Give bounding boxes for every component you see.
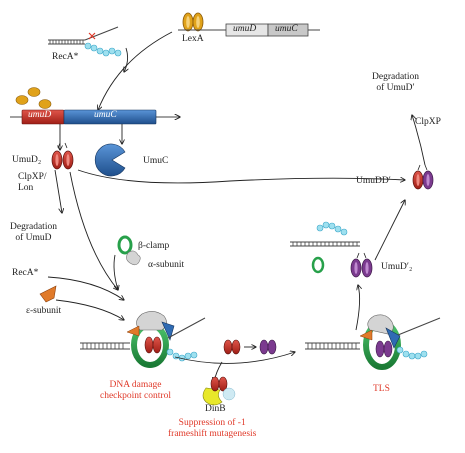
umud2-label: UmuD₂ bbox=[12, 155, 42, 165]
umuc-gene-top-label: umuC bbox=[275, 24, 298, 34]
umudd-prime-heterodimer bbox=[412, 164, 434, 190]
replication-complex-left bbox=[80, 311, 206, 368]
umud-gene-top-label: umuD bbox=[233, 24, 257, 34]
epsilon-subunit bbox=[39, 285, 57, 303]
reca-top-label: RecA* bbox=[52, 52, 79, 62]
umudc-operon-expressed bbox=[10, 109, 180, 125]
umud-prime2-label: UmuD′₂ bbox=[381, 262, 413, 272]
suppression-frameshift-label: Suppression of -1 frameshift mutagenesis bbox=[168, 418, 257, 439]
alpha-subunit-label: α-subunit bbox=[148, 260, 185, 270]
dinb-protein bbox=[202, 376, 236, 406]
umud-prime2-dimer bbox=[350, 252, 373, 278]
umuc-operon-label: umuC bbox=[94, 110, 117, 120]
lexa-monomers bbox=[15, 87, 52, 109]
umudc-operon-top bbox=[178, 23, 320, 37]
reca-ssdna-right bbox=[290, 221, 360, 274]
umud-operon-label: umuD bbox=[28, 110, 52, 120]
umud-dimer-mid bbox=[223, 339, 241, 355]
lexa-label: LexA bbox=[182, 34, 204, 44]
lexa-dimer-top bbox=[182, 12, 204, 32]
beta-clamp bbox=[117, 235, 133, 255]
umuc-protein bbox=[94, 143, 126, 177]
reca-mid-label: RecA* bbox=[12, 268, 39, 278]
replication-complex-right bbox=[305, 314, 441, 370]
tls-label: TLS bbox=[373, 384, 390, 394]
umudd-prime-label: UmuDD′ bbox=[356, 176, 391, 186]
umud-prime-dimer-mid bbox=[259, 339, 277, 355]
alpha-subunit bbox=[126, 250, 141, 266]
clpxp-right-label: ClpXP bbox=[415, 117, 441, 127]
umud2-dimer bbox=[51, 142, 74, 170]
degradation-umud-prime-label: Degradation of UmuD′ bbox=[372, 72, 419, 93]
dna-damage-checkpoint-label: DNA damage checkpoint control bbox=[100, 380, 171, 401]
degradation-umud-label: Degradation of UmuD bbox=[10, 222, 57, 243]
umuc-label: UmuC bbox=[143, 156, 169, 166]
reca-ssdna-top bbox=[48, 26, 128, 72]
beta-clamp-label: β-clamp bbox=[138, 241, 170, 251]
clpxp-lon-label: ClpXP/ Lon bbox=[18, 172, 47, 193]
epsilon-subunit-label: ε-subunit bbox=[26, 306, 62, 316]
dinb-label: DinB bbox=[205, 404, 226, 414]
